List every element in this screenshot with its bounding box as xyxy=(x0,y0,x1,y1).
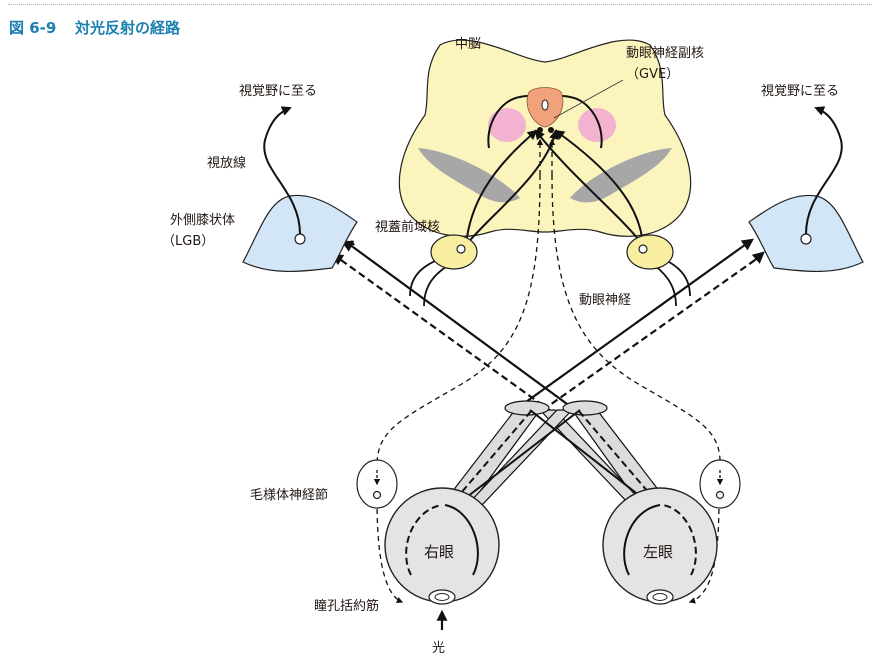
label-oculomotor-accessory-nucleus: 動眼神経副核 xyxy=(626,46,704,61)
label-pretectal-nucleus: 視蓋前域核 xyxy=(375,219,440,235)
figure-number: 図 6-9 xyxy=(9,19,56,37)
label-light: 光 xyxy=(432,641,445,656)
label-lgb: 外側膝状体 xyxy=(170,213,235,228)
top-rule xyxy=(8,4,872,5)
label-midbrain: 中脳 xyxy=(455,37,481,52)
optic-radiation-left xyxy=(263,106,301,235)
red-nucleus-left xyxy=(488,108,526,142)
label-left-eye: 左眼 xyxy=(643,543,673,561)
label-right-eye: 右眼 xyxy=(424,543,454,561)
optic-tracts xyxy=(330,238,765,413)
right-eye xyxy=(384,487,500,605)
pretectal-nucleus-right xyxy=(626,234,674,270)
label-oculomotor-nerve: 動眼神経 xyxy=(579,293,631,308)
left-eye xyxy=(602,487,718,605)
label-sphincter-pupillae: 瞳孔括約筋 xyxy=(314,598,379,614)
label-lgb-abbr: （LGB） xyxy=(162,234,214,249)
ciliary-ganglion-left xyxy=(356,459,398,509)
pretectal-to-ew-paths xyxy=(465,129,644,246)
label-gve: （GVE） xyxy=(626,67,679,82)
label-ciliary-ganglion: 毛様体神経節 xyxy=(250,488,328,503)
optic-nerves xyxy=(440,400,672,506)
pretectal-nucleus-left xyxy=(430,234,478,270)
label-optic-radiation: 視放線 xyxy=(207,155,246,171)
ciliary-ganglion-right xyxy=(699,459,741,509)
figure-title: 対光反射の経路 xyxy=(74,19,181,37)
label-to-visual-cortex-left: 視覚野に至る xyxy=(239,84,317,99)
label-to-visual-cortex-right: 視覚野に至る xyxy=(761,84,839,99)
red-nucleus-right xyxy=(578,108,616,142)
oculomotor-nerve-paths xyxy=(376,138,721,604)
optic-radiation-right xyxy=(805,106,843,235)
